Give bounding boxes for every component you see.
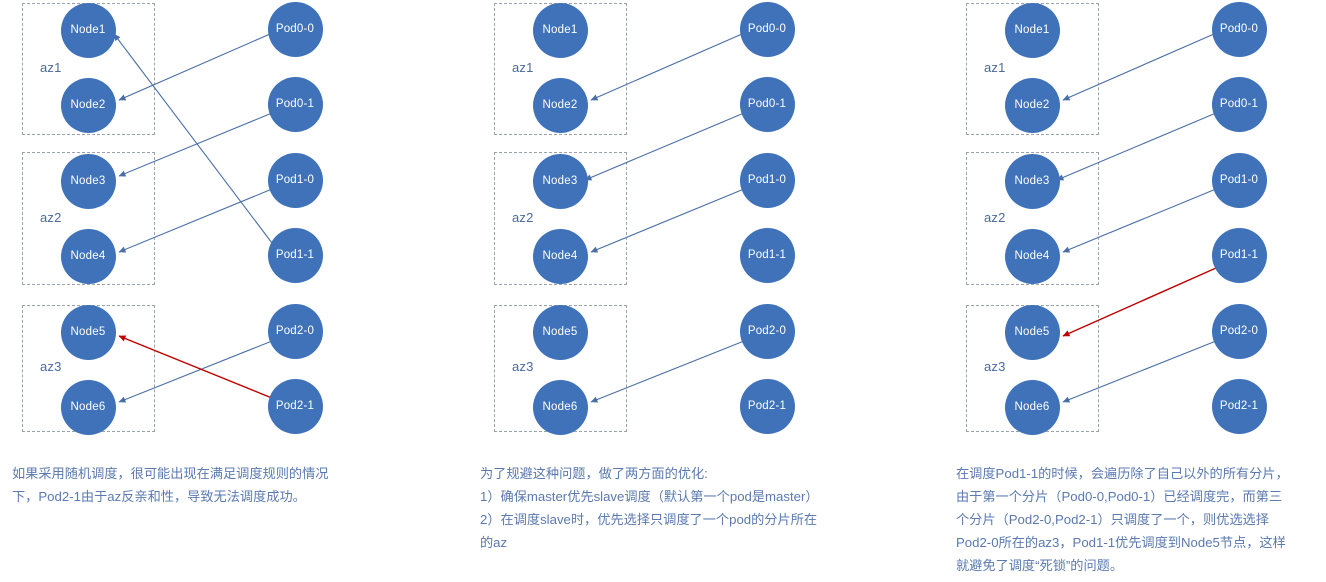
- edge-layer: [584, 33, 745, 403]
- availability-zone-label-az3: az3: [984, 359, 1006, 374]
- arrow-e-pod0-1-node3: [118, 112, 273, 177]
- node-circle-node5: Node5: [532, 304, 588, 360]
- arrow-e-pod1-0-node4: [1062, 188, 1217, 253]
- availability-zone-label-az1: az1: [40, 60, 62, 75]
- arrow-e-pod1-0-node4: [590, 188, 745, 253]
- arrow-e-pod2-0-node6: [590, 340, 745, 403]
- availability-zone-label-az3: az3: [40, 359, 62, 374]
- panel-caption: 如果采用随机调度，很可能出现在满足调度规则的情况下，Pod2-1由于az反亲和性…: [12, 466, 329, 504]
- availability-zone-label-az3: az3: [512, 359, 534, 374]
- node-circle-node1: Node1: [60, 2, 116, 58]
- node-circle-node4: Node4: [532, 228, 588, 284]
- pod-circle-pod1-1: Pod1-1: [739, 227, 795, 283]
- pod-circle-pod1-0: Pod1-0: [267, 152, 323, 208]
- node-circle-node3: Node3: [1004, 153, 1060, 209]
- pod-circle-pod2-0: Pod2-0: [1211, 303, 1267, 359]
- node-circle-node6: Node6: [60, 379, 116, 435]
- arrow-e-pod0-0-node2: [118, 33, 271, 101]
- arrow-e-pod0-1-node3: [584, 112, 745, 181]
- pod-circle-pod2-1: Pod2-1: [267, 378, 323, 434]
- pod-circle-pod0-0: Pod0-0: [267, 1, 323, 57]
- pod-circle-pod0-0: Pod0-0: [1211, 1, 1267, 57]
- pod-circle-pod2-0: Pod2-0: [739, 303, 795, 359]
- arrow-e-pod2-1-node5: [118, 335, 273, 399]
- node-circle-node6: Node6: [532, 379, 588, 435]
- pod-circle-pod1-0: Pod1-0: [1211, 152, 1267, 208]
- node-circle-node2: Node2: [1004, 77, 1060, 133]
- arrow-e-pod1-0-node4: [118, 188, 273, 253]
- availability-zone-label-az1: az1: [512, 60, 534, 75]
- availability-zone-box-az2: [494, 152, 627, 285]
- panel-caption: 在调度Pod1-1的时候，会遍历除了自己以外的所有分片，由于第一个分片（Pod0…: [956, 466, 1289, 573]
- node-circle-node5: Node5: [60, 304, 116, 360]
- pod-circle-pod0-1: Pod0-1: [1211, 76, 1267, 132]
- panel-caption: 为了规避这种问题，做了两方面的优化: 1）确保master优先slave调度（默…: [480, 466, 819, 550]
- node-circle-node2: Node2: [60, 77, 116, 133]
- node-circle-node3: Node3: [532, 153, 588, 209]
- availability-zone-box-az2: [22, 152, 155, 285]
- node-circle-node4: Node4: [1004, 228, 1060, 284]
- availability-zone-label-az2: az2: [512, 210, 534, 225]
- arrow-e-pod0-1-node3: [1056, 112, 1217, 181]
- node-circle-node2: Node2: [532, 77, 588, 133]
- node-circle-node1: Node1: [532, 2, 588, 58]
- node-circle-node3: Node3: [60, 153, 116, 209]
- edge-layer: [113, 33, 273, 403]
- availability-zone-box-az2: [966, 152, 1099, 285]
- node-circle-node4: Node4: [60, 228, 116, 284]
- arrow-e-pod2-0-node6: [118, 340, 273, 403]
- pod-circle-pod2-0: Pod2-0: [267, 303, 323, 359]
- pod-circle-pod1-1: Pod1-1: [267, 227, 323, 283]
- pod-circle-pod0-1: Pod0-1: [267, 76, 323, 132]
- arrow-e-pod0-0-node2: [590, 33, 743, 101]
- pod-circle-pod2-1: Pod2-1: [739, 378, 795, 434]
- pod-circle-pod2-1: Pod2-1: [1211, 378, 1267, 434]
- arrow-e-pod2-0-node6: [1062, 340, 1217, 403]
- pod-circle-pod0-0: Pod0-0: [739, 1, 795, 57]
- pod-circle-pod1-0: Pod1-0: [739, 152, 795, 208]
- arrow-e-pod1-1-node1: [113, 33, 273, 244]
- arrow-e-pod0-0-node2: [1062, 33, 1215, 101]
- availability-zone-label-az1: az1: [984, 60, 1006, 75]
- node-circle-node1: Node1: [1004, 2, 1060, 58]
- edge-layer: [1056, 33, 1217, 403]
- pod-circle-pod0-1: Pod0-1: [739, 76, 795, 132]
- availability-zone-label-az2: az2: [40, 210, 62, 225]
- node-circle-node6: Node6: [1004, 379, 1060, 435]
- pod-circle-pod1-1: Pod1-1: [1211, 227, 1267, 283]
- arrow-e-pod1-1-node5: [1062, 267, 1217, 337]
- availability-zone-label-az2: az2: [984, 210, 1006, 225]
- node-circle-node5: Node5: [1004, 304, 1060, 360]
